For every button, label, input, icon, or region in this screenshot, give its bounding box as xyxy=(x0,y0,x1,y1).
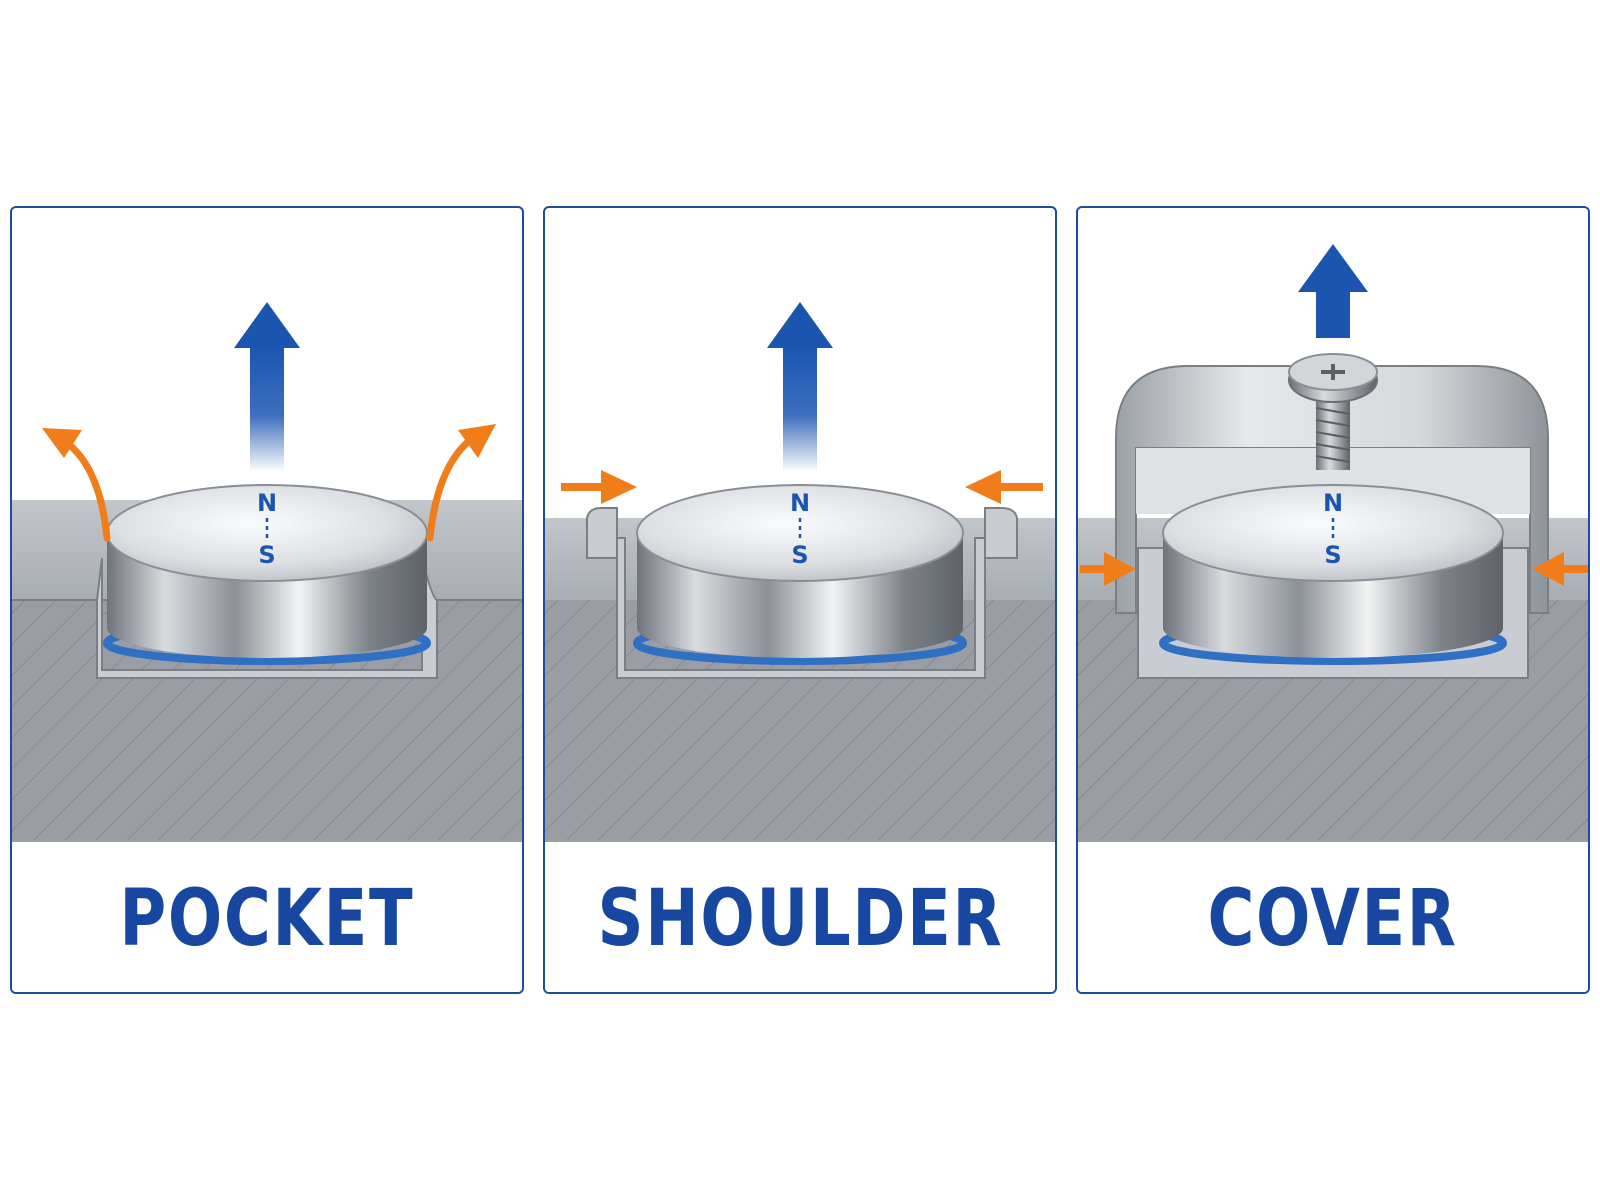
pole-north: N xyxy=(257,489,277,517)
panel-pocket: N S POCKET xyxy=(10,206,524,994)
pole-south: S xyxy=(791,541,808,569)
panel-shoulder: N S SHOULDER xyxy=(543,206,1057,994)
pole-south: S xyxy=(258,541,275,569)
panel-cover: N S xyxy=(1076,206,1590,994)
retention-arrow-icon xyxy=(561,470,1043,504)
caption-shoulder: SHOULDER xyxy=(545,840,1055,992)
retention-arrow-icon xyxy=(42,424,496,542)
screw-icon xyxy=(1288,353,1378,470)
magnet-disc-icon xyxy=(636,484,964,582)
pocket-diagram: N S xyxy=(12,302,522,840)
magnet-disc-icon xyxy=(1162,484,1504,582)
panel-label: POCKET xyxy=(119,874,415,964)
retention-arrow-icon xyxy=(1080,552,1588,586)
pole-south: S xyxy=(1324,541,1341,569)
pole-north: N xyxy=(1323,489,1343,517)
cover-diagram: N S xyxy=(1078,244,1588,840)
caption-cover: COVER xyxy=(1078,840,1588,992)
shoulder-lip-right xyxy=(984,507,1018,559)
pull-arrow-icon xyxy=(767,302,833,472)
shoulder-lip-left xyxy=(586,507,618,559)
pole-north: N xyxy=(790,489,810,517)
panel-label: COVER xyxy=(1207,874,1459,964)
pull-arrow-icon xyxy=(1298,244,1368,338)
panel-label: SHOULDER xyxy=(597,874,1003,964)
cover-cap xyxy=(1115,365,1549,614)
shoulder-cavity xyxy=(616,537,986,679)
shoulder-diagram: N S xyxy=(545,302,1055,840)
pull-arrow-icon xyxy=(234,302,300,472)
caption-pocket: POCKET xyxy=(12,840,522,992)
